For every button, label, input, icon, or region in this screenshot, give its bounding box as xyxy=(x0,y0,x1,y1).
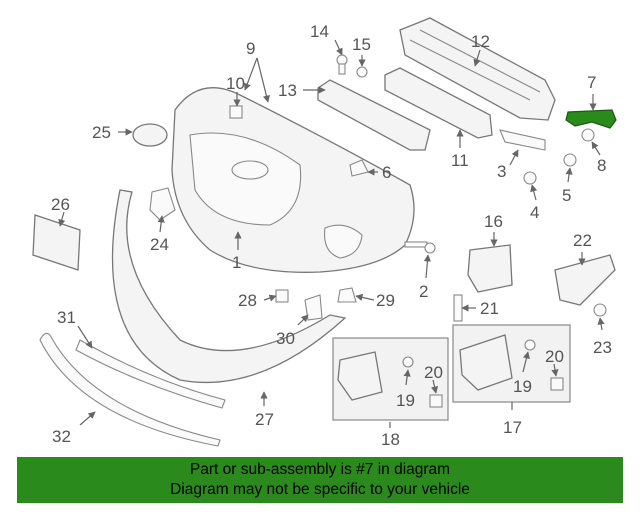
callout-2: 2 xyxy=(419,282,428,301)
part-7-bracket-highlighted xyxy=(565,109,617,129)
callout-23: 23 xyxy=(593,338,612,357)
callout-13: 13 xyxy=(278,81,297,100)
part-8-bolt xyxy=(581,128,595,142)
part-28-clip xyxy=(275,289,289,303)
part-10-clip xyxy=(229,105,243,119)
callout-17: 17 xyxy=(503,418,522,437)
banner-line-2: Diagram may not be specific to your vehi… xyxy=(170,481,470,498)
part-14-bolt xyxy=(336,54,348,75)
part-31-moulding xyxy=(75,339,226,409)
callout-27: 27 xyxy=(255,410,274,429)
callout-5: 5 xyxy=(562,186,571,205)
callout-10: 10 xyxy=(226,74,245,93)
callout-26: 26 xyxy=(51,195,70,214)
part-12-reinforcement-beam xyxy=(399,17,556,121)
part-5-bolt xyxy=(563,153,577,167)
part-25-emblem xyxy=(132,123,168,147)
callout-6: 6 xyxy=(382,163,391,182)
part-20-clip-a xyxy=(429,394,443,408)
banner-line-1: Part or sub-assembly is #7 in diagram xyxy=(189,461,451,478)
callout-28: 28 xyxy=(238,291,257,310)
part-32-skid-plate xyxy=(39,332,221,447)
callout-3: 3 xyxy=(497,162,506,181)
part-16-fog-cover xyxy=(467,244,513,293)
callout-14: 14 xyxy=(310,22,329,41)
part-23-bolt xyxy=(593,303,607,317)
part-22-side-bracket xyxy=(554,254,616,306)
callout-9: 9 xyxy=(246,39,255,58)
part-29-clip xyxy=(337,287,357,303)
part-2-bolt xyxy=(404,241,436,254)
part-4-bolt xyxy=(523,171,537,185)
callout-22: 22 xyxy=(573,231,592,250)
part-21-trim xyxy=(453,294,463,322)
notice-banner: Part or sub-assembly is #7 in diagram Di… xyxy=(17,457,623,503)
callout-18: 18 xyxy=(381,430,400,449)
callout-25: 25 xyxy=(92,123,111,142)
callout-7: 7 xyxy=(587,73,596,92)
part-17-fog-assembly-right xyxy=(459,334,513,391)
parts-diagram: 1 2 3 4 5 6 7 8 9 10 11 12 13 14 15 16 1… xyxy=(32,17,617,449)
callout-15: 15 xyxy=(352,35,371,54)
callout-29: 29 xyxy=(376,291,395,310)
callout-16: 16 xyxy=(484,212,503,231)
callout-4: 4 xyxy=(530,203,539,222)
part-3-bracket xyxy=(499,129,546,151)
callout-12: 12 xyxy=(471,32,490,51)
part-26-license-bracket xyxy=(32,214,81,271)
part-24-bracket xyxy=(149,187,176,221)
part-27-lower-panel xyxy=(111,189,347,384)
part-30-bracket xyxy=(304,294,323,321)
part-20-clip-b xyxy=(550,377,564,391)
part-19-screw-a xyxy=(402,356,414,368)
part-1-bumper-cover xyxy=(171,87,415,273)
part-18-fog-assembly-left xyxy=(337,351,383,401)
callout-19-left: 19 xyxy=(396,391,415,410)
callout-20-right: 20 xyxy=(545,347,564,366)
callout-21: 21 xyxy=(480,299,499,318)
callout-11: 11 xyxy=(451,151,469,170)
callout-24: 24 xyxy=(150,235,169,254)
part-15-nut xyxy=(356,66,368,78)
part-19-screw-b xyxy=(524,339,536,351)
callout-19-right: 19 xyxy=(513,377,532,396)
leader-lines xyxy=(58,39,605,428)
part-13-upper-cover xyxy=(317,79,431,151)
callout-31: 31 xyxy=(57,308,76,327)
callout-20-left: 20 xyxy=(424,363,443,382)
callout-1: 1 xyxy=(232,253,241,272)
callout-30: 30 xyxy=(276,329,295,348)
callout-32: 32 xyxy=(52,427,71,446)
callout-8: 8 xyxy=(597,156,606,175)
part-11-energy-absorber xyxy=(384,67,493,139)
